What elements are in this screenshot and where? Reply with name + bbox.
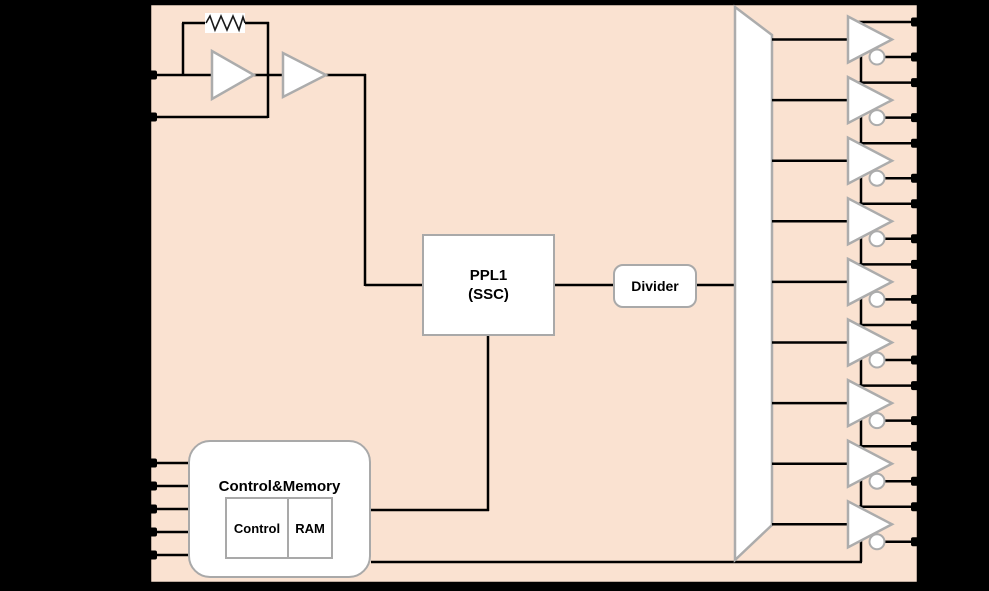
inversion-bubble-icon: [868, 533, 886, 551]
control-memory-title: Control&Memory: [218, 478, 341, 495]
control-memory-subblocks: Control RAM: [225, 497, 333, 559]
feedback-resistor-icon: [205, 13, 246, 33]
output-buffer-1: [772, 14, 918, 83]
output-buffer-8: [772, 438, 918, 507]
pin-right-15: [911, 441, 925, 451]
control-memory-block: Control&Memory Control RAM: [188, 440, 371, 578]
pin-right-13: [911, 381, 925, 391]
inversion-bubble-icon: [868, 169, 886, 187]
inversion-bubble-icon: [868, 230, 886, 248]
pin-control-2: [143, 481, 157, 491]
divider-label: Divider: [631, 278, 679, 294]
output-buffer-6: [772, 317, 918, 386]
output-buffer-icon: [846, 14, 895, 65]
pin-right-8: [911, 234, 925, 244]
output-buffer-2: [772, 75, 918, 144]
output-buffer-icon: [846, 378, 895, 429]
pin-xtal-2: [143, 112, 157, 122]
ram-subblock: RAM: [295, 520, 325, 536]
output-buffer-icon: [846, 499, 895, 550]
pin-right-11: [911, 320, 925, 330]
pin-right-10: [911, 294, 925, 304]
clock-distribution-trapezoid: [733, 4, 774, 563]
pin-right-12: [911, 355, 925, 365]
pin-control-1: [143, 458, 157, 468]
output-buffer-icon: [846, 196, 895, 247]
pin-right-17: [911, 502, 925, 512]
pin-right-18: [911, 537, 925, 547]
pin-control-5: [143, 550, 157, 560]
inversion-bubble-icon: [868, 412, 886, 430]
output-buffer-icon: [846, 135, 895, 186]
divider-block: Divider: [613, 264, 697, 308]
xtal-amplifier-icon: [210, 48, 257, 102]
pin-right-6: [911, 173, 925, 183]
pll-label-line1: PPL1: [469, 266, 508, 284]
inversion-bubble-icon: [868, 109, 886, 127]
pll-block: PPL1 (SSC): [422, 234, 555, 336]
pin-right-14: [911, 416, 925, 426]
inversion-bubble-icon: [868, 48, 886, 66]
output-buffer-9: [772, 499, 918, 562]
pin-right-3: [911, 78, 925, 88]
output-buffer-4: [772, 196, 918, 265]
pll-label-line2: (SSC): [468, 286, 509, 303]
inversion-bubble-icon: [868, 290, 886, 308]
pin-right-5: [911, 138, 925, 148]
xtal-buffer-icon: [281, 50, 329, 100]
output-buffer-3: [772, 135, 918, 204]
pin-right-2: [911, 52, 925, 62]
output-buffer-icon: [846, 438, 895, 489]
inversion-bubble-icon: [868, 351, 886, 369]
output-buffers: [772, 14, 918, 562]
static-wires: [150, 21, 862, 564]
control-subblock: Control: [227, 499, 289, 557]
output-buffer-5: [772, 256, 918, 325]
chip-pins: [143, 17, 925, 560]
pin-right-7: [911, 199, 925, 209]
pin-control-4: [143, 527, 157, 537]
pin-right-4: [911, 113, 925, 123]
output-buffer-icon: [846, 317, 895, 368]
pin-right-16: [911, 476, 925, 486]
output-buffer-icon: [846, 75, 895, 126]
output-buffer-icon: [846, 256, 895, 307]
pin-xtal-1: [143, 70, 157, 80]
pin-control-3: [143, 504, 157, 514]
pin-right-1: [911, 17, 925, 27]
inversion-bubble-icon: [868, 472, 886, 490]
pin-right-9: [911, 259, 925, 269]
